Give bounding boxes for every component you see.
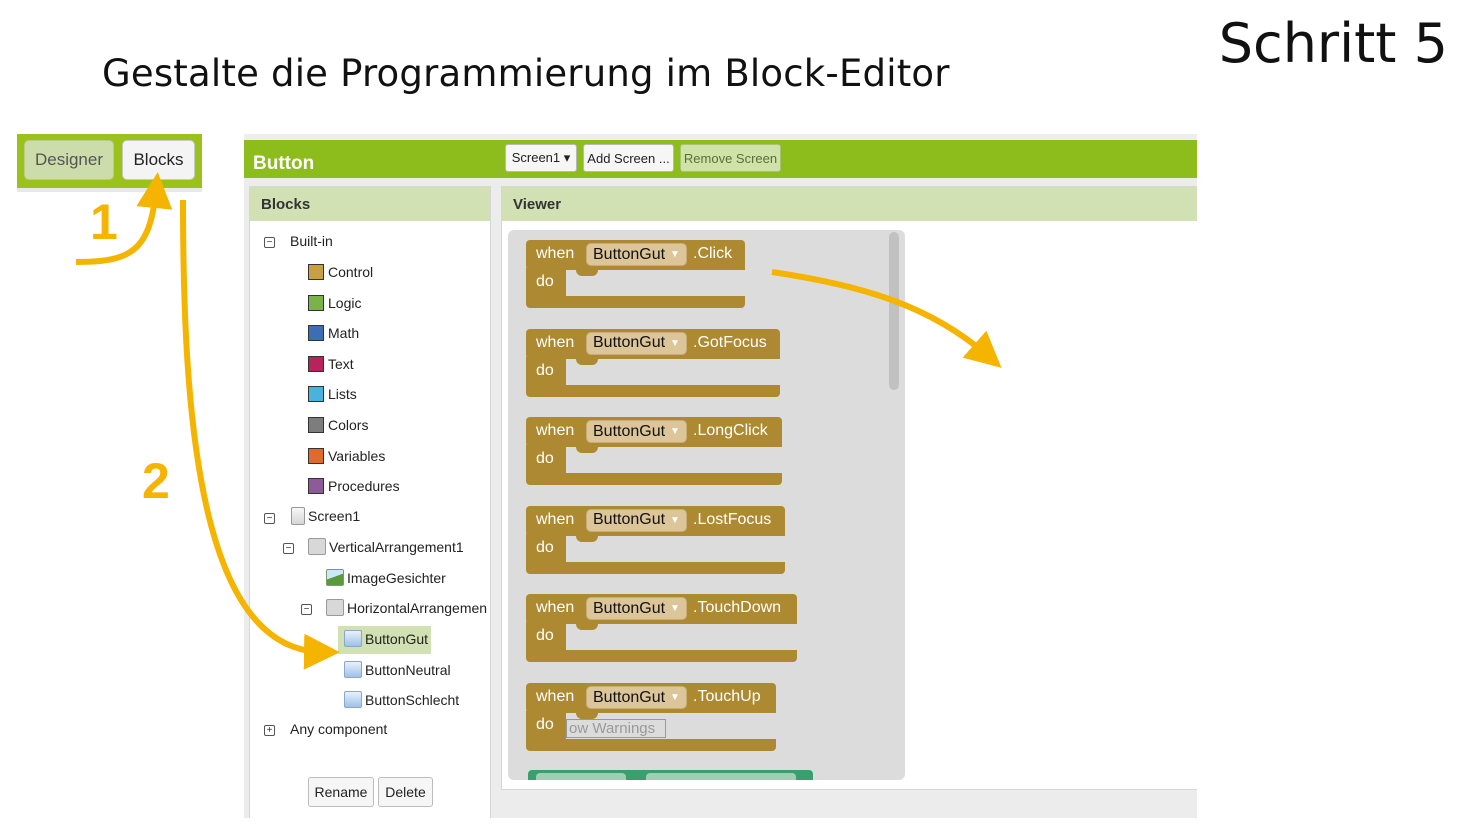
tree-screen1[interactable]: Screen1 [291, 507, 360, 525]
do-label: do [536, 716, 554, 733]
component-dropdown[interactable]: ButtonGut▼ [586, 686, 687, 709]
event-name: .TouchUp [693, 688, 761, 705]
category-swatch-icon [308, 447, 324, 464]
event-name: .Click [693, 245, 733, 262]
mode-toolbar: Designer Blocks [17, 134, 202, 192]
category-swatch-icon [308, 264, 324, 280]
expand-any-component-icon[interactable]: + [264, 725, 275, 736]
set-background-color-block[interactable] [528, 770, 813, 780]
image-icon [326, 569, 344, 586]
toolbar-divider [17, 188, 202, 192]
tree-builtin[interactable]: Built-in [287, 233, 333, 249]
tree-builtin-label: Built-in [290, 233, 333, 249]
app-inventor-window: Button Screen1 ▾ Add Screen ... Remove S… [244, 134, 1197, 818]
designer-button[interactable]: Designer [24, 140, 114, 180]
category-swatch-icon [308, 294, 324, 311]
when-label: when [536, 422, 575, 440]
do-label: do [536, 273, 554, 290]
event-name: .TouchDown [693, 599, 782, 617]
category-swatch-icon [308, 325, 324, 342]
event-name: .GotFocus [693, 333, 767, 351]
dropdown-arrow-icon: ▼ [670, 692, 680, 703]
tree-button-schlecht[interactable]: ButtonSchlecht [344, 691, 459, 708]
horizontal-arrangement-icon [326, 599, 344, 616]
tree-any-component[interactable]: Any component [290, 721, 388, 737]
component-dropdown[interactable]: ButtonGut▼ [586, 243, 687, 266]
screen-dropdown[interactable]: Screen1 ▾ [505, 144, 577, 172]
category-swatch-icon [308, 478, 324, 495]
tree-horizontal-arrangement[interactable]: HorizontalArrangemen [326, 599, 487, 616]
flyout-scrollbar[interactable] [889, 232, 899, 390]
annotation-2: 2 [142, 453, 170, 509]
project-title: Button [253, 153, 315, 174]
collapse-horizontal-icon[interactable]: − [301, 604, 312, 615]
when-label: when [536, 510, 575, 528]
do-label: do [536, 538, 554, 556]
add-screen-button[interactable]: Add Screen ... [583, 144, 674, 172]
slide-title: Gestalte die Programmierung im Block-Edi… [102, 52, 950, 95]
remove-screen-button[interactable]: Remove Screen [680, 144, 781, 172]
category-swatch-icon [308, 355, 324, 372]
tree-button-neutral[interactable]: ButtonNeutral [344, 661, 451, 678]
component-dropdown[interactable]: ButtonGut▼ [586, 597, 687, 621]
builtin-lists[interactable]: Lists [308, 386, 357, 403]
annotation-1: 1 [90, 194, 118, 250]
screen-icon [291, 507, 305, 525]
blocks-button[interactable]: Blocks [122, 140, 195, 180]
when-label: when [536, 245, 575, 262]
builtin-logic[interactable]: Logic [308, 294, 361, 311]
builtin-colors[interactable]: Colors [308, 417, 368, 433]
component-dropdown[interactable]: ButtonGut▼ [586, 420, 687, 444]
tree-vertical-arrangement[interactable]: VerticalArrangement1 [308, 538, 464, 555]
button-icon [344, 630, 362, 647]
viewer-heading: Viewer [502, 187, 1197, 221]
collapse-builtin-icon[interactable]: − [264, 237, 275, 248]
component-dropdown[interactable]: ButtonGut▼ [586, 331, 687, 355]
category-swatch-icon [308, 386, 324, 403]
component-dropdown[interactable]: ButtonGut▼ [586, 508, 687, 532]
when-label: when [536, 333, 575, 351]
collapse-vertical-icon[interactable]: − [283, 543, 294, 554]
button-icon [344, 661, 362, 678]
event-name: .LongClick [693, 422, 768, 440]
do-label: do [536, 361, 554, 379]
dropdown-arrow-icon: ▼ [670, 249, 680, 260]
dropdown-arrow-icon: ▼ [670, 337, 680, 349]
step-label: Schritt 5 [1218, 12, 1448, 75]
collapse-screen-icon[interactable]: − [264, 513, 275, 524]
vertical-arrangement-icon [308, 538, 326, 555]
when-label: when [536, 599, 575, 617]
show-warnings-toggle[interactable]: ow Warnings [566, 719, 666, 738]
builtin-procedures[interactable]: Procedures [308, 478, 400, 495]
builtin-variables[interactable]: Variables [308, 447, 385, 464]
blocks-heading: Blocks [250, 187, 490, 221]
category-swatch-icon [308, 417, 324, 433]
tree-button-gut[interactable]: ButtonGut [344, 630, 428, 647]
dropdown-arrow-icon: ▼ [670, 426, 680, 438]
rename-button[interactable]: Rename [308, 777, 374, 807]
app-header: Button Screen1 ▾ Add Screen ... Remove S… [244, 140, 1197, 178]
do-label: do [536, 450, 554, 468]
builtin-control[interactable]: Control [308, 264, 373, 280]
button-icon [344, 691, 362, 708]
when-label: when [536, 688, 575, 705]
do-label: do [536, 627, 554, 645]
event-name: .LostFocus [693, 510, 772, 528]
tree-image-gesichter[interactable]: ImageGesichter [326, 569, 446, 586]
builtin-text[interactable]: Text [308, 355, 354, 372]
dropdown-arrow-icon: ▼ [670, 514, 680, 526]
dropdown-arrow-icon: ▼ [670, 603, 680, 615]
delete-button[interactable]: Delete [378, 777, 433, 807]
builtin-math[interactable]: Math [308, 325, 359, 342]
